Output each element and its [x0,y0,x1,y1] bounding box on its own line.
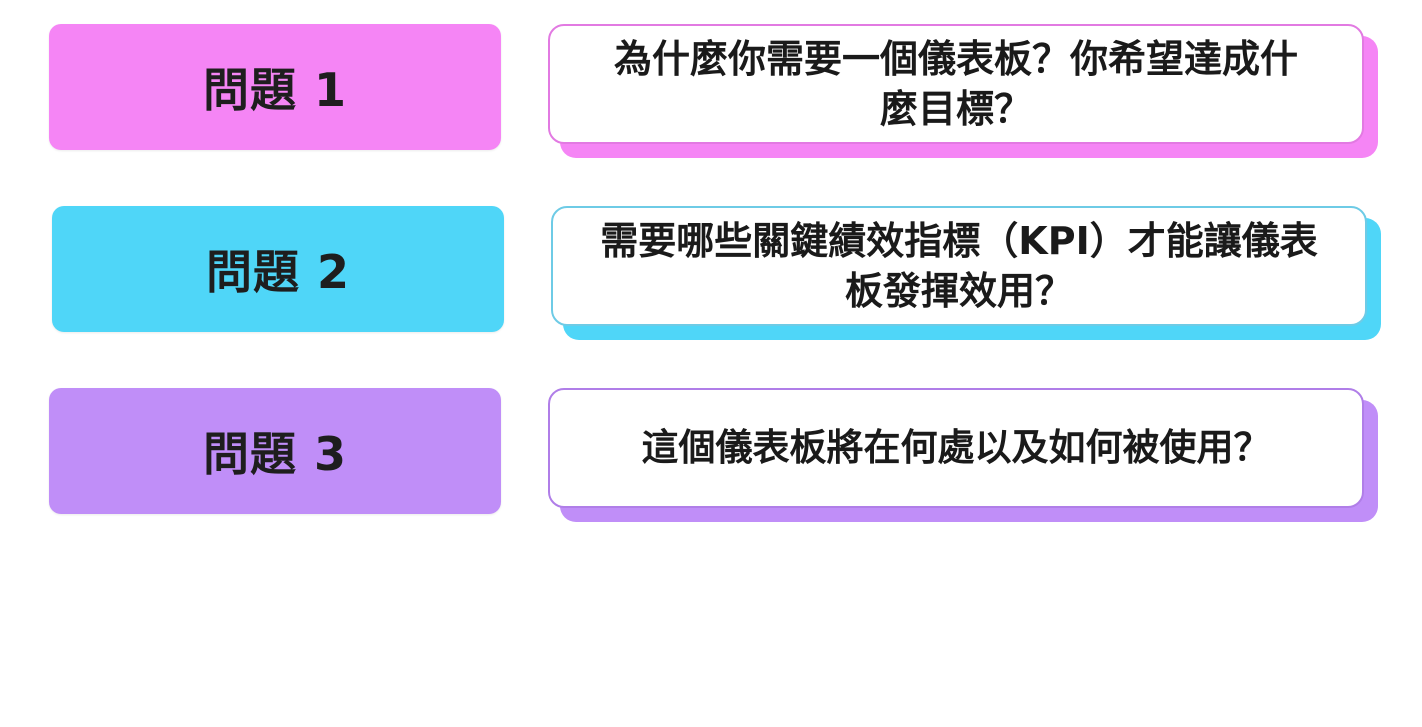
question-text-2: 需要哪些關鍵績效指標（KPI）才能讓儀表板發揮效用？ [600,219,1318,313]
question-card-1: 為什麼你需要一個儀表板？你希望達成什麼目標？ [548,24,1364,144]
question-text-3: 這個儀表板將在何處以及如何被使用？ [641,426,1271,469]
question-card-3: 這個儀表板將在何處以及如何被使用？ [548,388,1364,508]
question-row-3: 問題 3 這個儀表板將在何處以及如何被使用？ [0,388,1422,528]
question-card-2: 需要哪些關鍵績效指標（KPI）才能讓儀表板發揮效用？ [551,206,1367,326]
question-text-1: 為什麼你需要一個儀表板？你希望達成什麼目標？ [613,37,1298,131]
question-row-1: 問題 1 為什麼你需要一個儀表板？你希望達成什麼目標？ [0,24,1422,164]
question-label-2: 問題 2 [205,245,351,299]
question-label-box-3: 問題 3 [49,388,501,514]
question-label-box-2: 問題 2 [52,206,504,332]
question-label-box-1: 問題 1 [49,24,501,150]
question-label-1: 問題 1 [202,63,348,117]
question-label-3: 問題 3 [202,427,348,481]
question-row-2: 問題 2 需要哪些關鍵績效指標（KPI）才能讓儀表板發揮效用？ [0,206,1422,346]
